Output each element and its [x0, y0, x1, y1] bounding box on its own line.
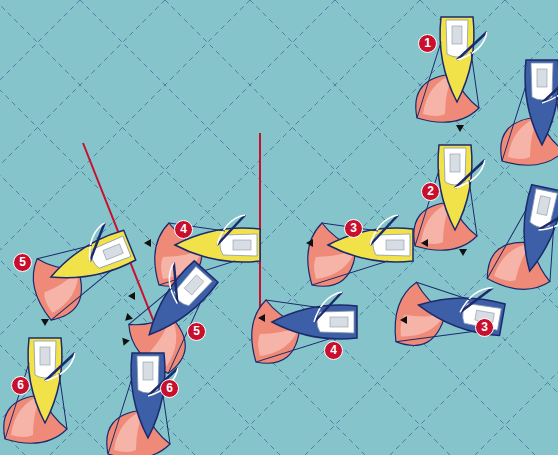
direction-marker — [306, 239, 313, 247]
callout-number: 3 — [344, 219, 363, 238]
grid-line — [0, 0, 280, 455]
callout-number: 5 — [187, 322, 206, 341]
sheet-line — [415, 170, 477, 246]
grid-line — [250, 0, 558, 455]
callout-number: 4 — [324, 341, 343, 360]
direction-marker — [456, 125, 464, 132]
direction-marker — [122, 313, 133, 324]
boom — [542, 75, 558, 103]
sheet-line — [487, 204, 558, 291]
grid-line — [50, 0, 505, 455]
grid-line — [220, 0, 558, 455]
boat-figure — [485, 179, 558, 297]
grid-line — [135, 0, 558, 455]
grid-line — [475, 0, 558, 455]
sheet-line — [256, 300, 332, 362]
cockpit — [537, 69, 547, 87]
direction-marker — [120, 338, 130, 347]
cockpit — [143, 362, 153, 380]
callout-number: 6 — [160, 379, 179, 398]
cockpit — [452, 26, 462, 44]
grid-line — [80, 0, 535, 455]
grid-line — [0, 0, 80, 455]
grid-line — [0, 0, 335, 455]
boat-figure — [252, 292, 357, 363]
sheet-line — [396, 281, 482, 355]
grid-line — [0, 0, 250, 455]
direction-marker — [144, 239, 151, 247]
callout-number: 4 — [174, 220, 193, 239]
cockpit — [450, 154, 460, 172]
grid-line — [0, 0, 165, 455]
boat-figure — [107, 353, 178, 455]
cockpit — [386, 240, 404, 250]
sheet-line — [502, 85, 558, 161]
cockpit — [184, 275, 203, 295]
deck — [528, 189, 557, 230]
boat-figure — [392, 272, 508, 360]
direction-marker — [459, 249, 467, 256]
boat-figure — [414, 145, 485, 250]
hull — [525, 60, 558, 145]
grid-line — [0, 0, 420, 455]
boat-figure — [416, 17, 487, 122]
direction-marker — [421, 239, 428, 247]
main-sail — [79, 223, 116, 261]
hull — [137, 260, 219, 346]
boat-figure — [501, 60, 558, 165]
main-sail — [460, 283, 493, 317]
boom — [460, 283, 493, 317]
direction-marker — [41, 319, 49, 326]
direction-marker — [400, 316, 407, 324]
sheet-line — [5, 363, 67, 439]
deck — [89, 236, 132, 270]
grid-line — [0, 0, 365, 455]
grid-line — [305, 0, 558, 455]
boom — [538, 203, 558, 237]
grid-line — [0, 0, 450, 455]
grid-line — [420, 0, 558, 455]
cockpit — [103, 244, 123, 260]
callout-number: 2 — [421, 182, 440, 201]
grid-line — [0, 0, 110, 455]
boat-figure — [21, 217, 145, 322]
sheet-line — [28, 234, 122, 320]
direction-marker — [128, 292, 135, 300]
grid-line — [165, 0, 558, 455]
callout-number: 6 — [11, 376, 30, 395]
grid-line — [505, 0, 558, 455]
cockpit — [537, 196, 551, 216]
callout-number: 1 — [418, 34, 437, 53]
main-sail — [538, 203, 558, 237]
main-sail — [542, 75, 558, 103]
boat-figure — [308, 215, 413, 286]
grid-line — [390, 0, 558, 455]
direction-marker — [258, 314, 265, 322]
grid-line — [335, 0, 558, 455]
callout-number: 3 — [475, 318, 494, 337]
sheet-line — [417, 42, 479, 118]
boat-figure — [4, 338, 75, 443]
cockpit — [40, 347, 50, 365]
cockpit — [330, 317, 348, 327]
boom — [79, 223, 116, 261]
callout-number: 5 — [13, 253, 32, 272]
cockpit — [233, 240, 251, 250]
